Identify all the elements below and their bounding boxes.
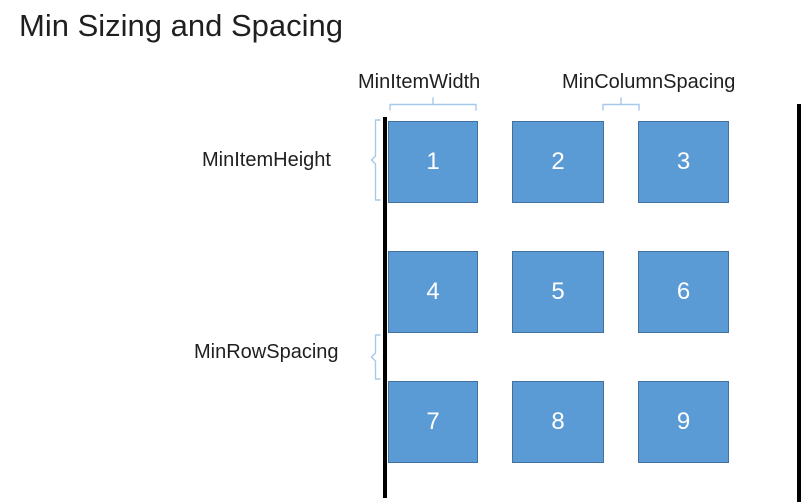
label-min-column-spacing: MinColumnSpacing xyxy=(562,71,736,93)
horizontal-brace-icon-min-item-width xyxy=(389,97,477,111)
grid-item-4: 4 xyxy=(388,251,478,333)
grid-item-5: 5 xyxy=(512,251,604,333)
grid-item-6: 6 xyxy=(638,251,729,333)
items-grid: 1 2 3 4 5 6 7 8 9 xyxy=(388,121,729,463)
vertical-brace-icon-min-row-spacing xyxy=(370,334,381,380)
grid-item-2: 2 xyxy=(512,121,604,203)
grid-item-7: 7 xyxy=(388,381,478,463)
grid-item-9: 9 xyxy=(638,381,729,463)
grid-item-8: 8 xyxy=(512,381,604,463)
label-min-item-width: MinItemWidth xyxy=(358,71,481,93)
grid-item-1: 1 xyxy=(388,121,478,203)
left-boundary-line xyxy=(383,117,387,498)
vertical-brace-icon-min-item-height xyxy=(370,119,381,201)
label-min-item-height: MinItemHeight xyxy=(202,149,331,171)
page-title: Min Sizing and Spacing xyxy=(19,8,343,43)
grid-item-3: 3 xyxy=(638,121,729,203)
right-boundary-line xyxy=(797,104,801,502)
label-min-row-spacing: MinRowSpacing xyxy=(194,341,339,363)
horizontal-brace-icon-min-column-spacing xyxy=(602,97,640,111)
